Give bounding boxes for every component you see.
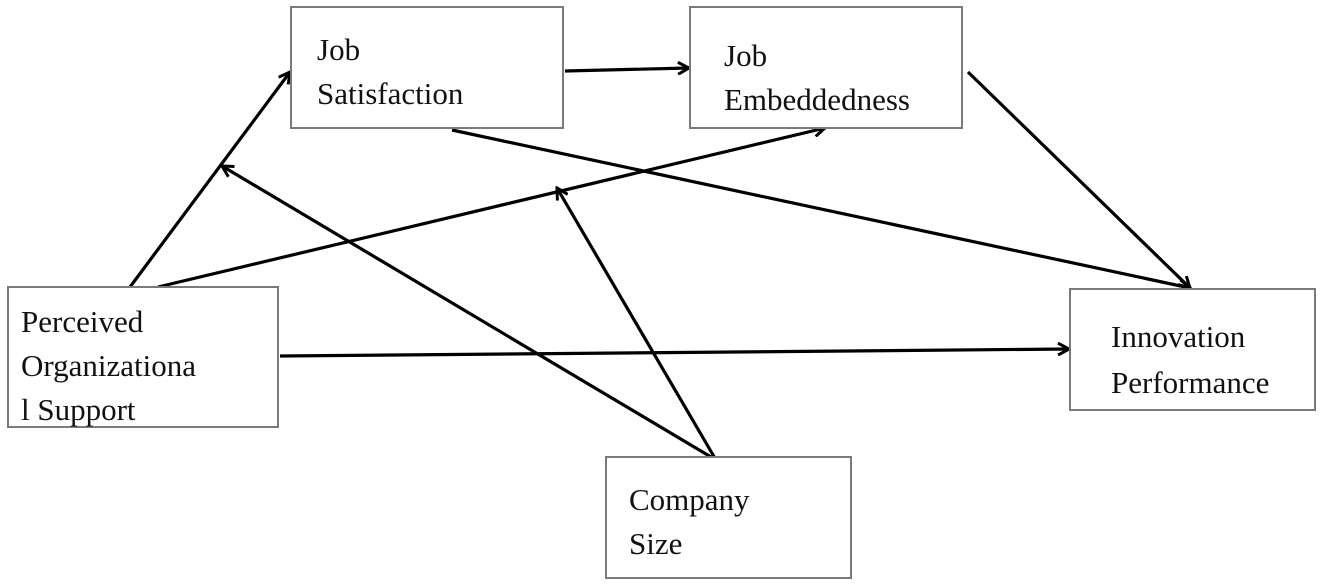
arrow-pos-to-innovation-performance bbox=[279, 349, 1069, 358]
node-label-line: Embeddedness bbox=[724, 82, 910, 117]
arrow-job-satisfaction-to-job-embeddedness bbox=[564, 68, 689, 71]
node-label-line: Organizationa bbox=[21, 348, 197, 383]
node-label-line: Perceived bbox=[21, 304, 144, 339]
node-job-embeddedness: Job Embeddedness bbox=[689, 6, 963, 129]
arrow-job-satisfaction-to-innovation-performance bbox=[451, 128, 1190, 288]
node-label-line: Company bbox=[629, 482, 750, 517]
arrow-job-embeddedness-to-innovation-performance bbox=[966, 70, 1190, 288]
arrow-pos-to-job-embeddedness bbox=[157, 128, 825, 289]
arrow-company-size-moderates-pos-js bbox=[222, 166, 717, 462]
node-label-line: Job bbox=[724, 38, 768, 73]
node-innovation-performance: Innovation Performance bbox=[1069, 288, 1316, 411]
node-job-satisfaction: Job Satisfaction bbox=[290, 6, 564, 129]
arrow-pos-to-job-satisfaction bbox=[128, 72, 290, 288]
node-label-line: Innovation bbox=[1111, 319, 1246, 354]
node-label-line: Size bbox=[629, 526, 683, 561]
node-label-line: l Support bbox=[21, 392, 136, 427]
node-label-line: Satisfaction bbox=[317, 76, 464, 111]
node-company-size: Company Size bbox=[605, 456, 852, 579]
node-perceived-organizational-support: Perceived Organizationa l Support bbox=[7, 286, 279, 428]
node-label-line: Job bbox=[317, 32, 361, 67]
arrow-company-size-moderates-pos-je bbox=[557, 188, 718, 461]
node-label-line: Performance bbox=[1111, 365, 1270, 400]
